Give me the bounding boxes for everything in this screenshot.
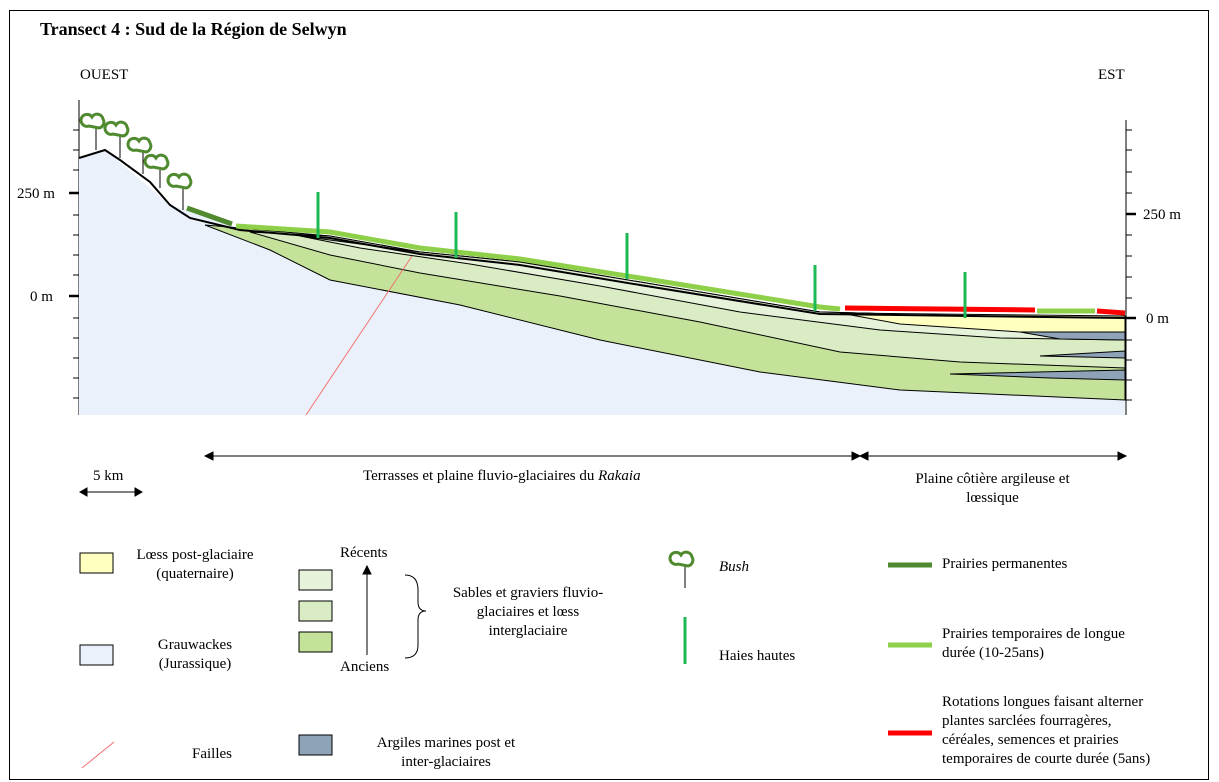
zone-arrows [203, 451, 1128, 461]
anciens-label: Anciens [340, 659, 390, 675]
brace [404, 574, 427, 659]
left-0m-label: 0 m [30, 289, 53, 305]
prairies-permanentes-band [186, 205, 233, 227]
age-arrow [362, 564, 372, 655]
bush-trees [79, 112, 193, 210]
hedges [316, 192, 967, 318]
diagram-frame [9, 10, 1209, 780]
sables-legend-label: Sables et graviers fluvio-glaciaires et … [452, 585, 604, 639]
right-250m-label: 250 m [1143, 207, 1181, 223]
prairies-permanentes-label: Prairies permanentes [942, 556, 1068, 572]
sables-moyen-swatch [298, 600, 333, 622]
failles-legend-label: Failles [192, 746, 232, 762]
haies-legend-label: Haies hautes [719, 648, 796, 664]
grauwackes-swatch [79, 644, 114, 666]
sables-recent-swatch [298, 569, 333, 591]
rotations-band [844, 305, 1036, 313]
west-label: OUEST [80, 67, 129, 83]
prairies-temporaires-band [235, 223, 841, 312]
grauwackes-legend-label: Grauwackes(Jurassique) [157, 637, 233, 672]
left-axis [69, 100, 80, 415]
rotations-band-2 [1096, 308, 1126, 316]
bush-legend-label: Bush [719, 559, 749, 575]
loess-swatch [79, 552, 114, 574]
scale-bar-label: 5 km [93, 468, 124, 484]
right-0m-label: 0 m [1146, 311, 1169, 327]
diagram-title: Transect 4 : Sud de la Région de Selwyn [40, 19, 347, 39]
east-label: EST [1098, 67, 1125, 83]
loess-legend-label: Lœss post-glaciaire(quaternaire) [136, 547, 254, 582]
fault-line [305, 255, 413, 416]
right-axis [1125, 120, 1136, 415]
surface-line [78, 148, 1126, 319]
argiles-swatch [298, 734, 333, 756]
sables-ancien-swatch [298, 631, 333, 653]
argiles-lens-3 [949, 369, 1126, 381]
failles-swatch [81, 741, 115, 769]
left-250m-label: 250 m [17, 186, 55, 202]
argiles-lens-2 [1039, 350, 1126, 359]
bush-legend-icon [668, 550, 695, 588]
recents-label: Récents [340, 545, 388, 561]
scale-bar [78, 487, 144, 497]
zone-terrasses-label: Terrasses et plaine fluvio-glaciaires du… [363, 468, 641, 484]
